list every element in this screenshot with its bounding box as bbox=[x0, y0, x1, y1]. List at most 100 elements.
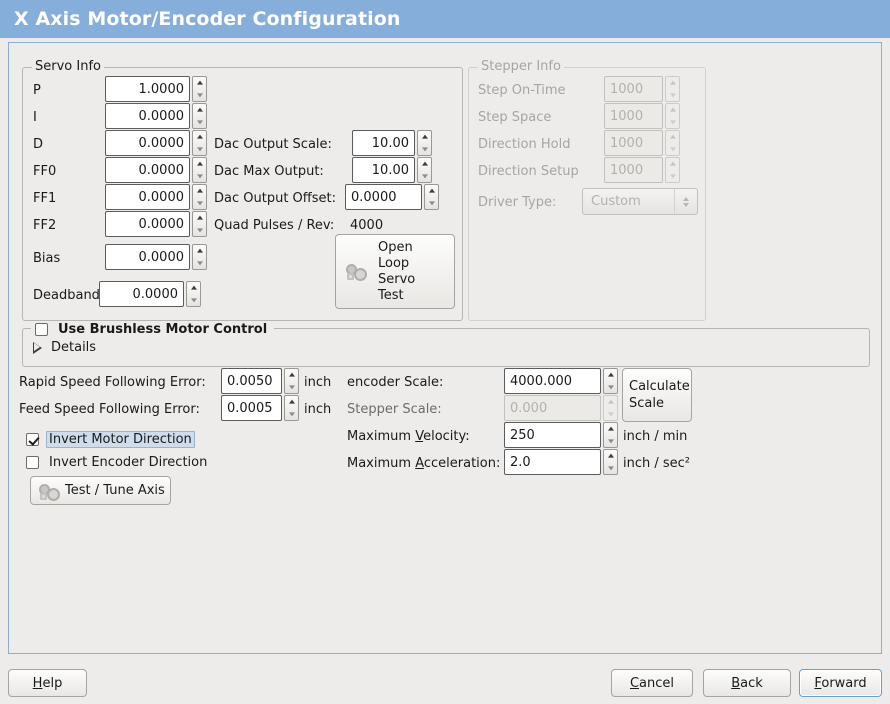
stepper-up-icon[interactable] bbox=[193, 212, 206, 224]
stepper-down-icon[interactable] bbox=[425, 197, 438, 209]
servo-field-ff2-stepper[interactable] bbox=[192, 211, 207, 237]
dac-output-offset-input[interactable]: 0.0000 bbox=[345, 184, 422, 210]
rapid-speed-error-stepper[interactable] bbox=[284, 368, 299, 394]
rapid-speed-error-field[interactable]: 0.0050 bbox=[221, 368, 301, 394]
invert-motor-direction-checkbox[interactable]: Invert Motor Direction bbox=[26, 431, 195, 448]
dac-max-output-field[interactable]: 10.00 bbox=[352, 157, 434, 183]
servo-field-deadband[interactable]: 0.0000 bbox=[99, 281, 203, 307]
stepper-down-icon[interactable] bbox=[418, 143, 431, 155]
servo-field-d-stepper[interactable] bbox=[192, 130, 207, 156]
servo-field-ff2-input[interactable]: 0.0000 bbox=[105, 211, 190, 237]
servo-field-i-stepper[interactable] bbox=[192, 103, 207, 129]
stepper-up-icon[interactable] bbox=[604, 450, 617, 462]
servo-field-ff1[interactable]: 0.0000 bbox=[105, 184, 209, 210]
stepper-up-icon[interactable] bbox=[193, 185, 206, 197]
encoder-scale-input[interactable]: 4000.000 bbox=[504, 368, 601, 394]
maximum-velocity-input[interactable]: 250 bbox=[504, 422, 601, 448]
servo-field-bias-stepper[interactable] bbox=[192, 244, 207, 270]
stepper-up-icon[interactable] bbox=[285, 369, 298, 381]
help-button[interactable]: Help bbox=[8, 669, 87, 697]
encoder-scale-stepper[interactable] bbox=[603, 368, 618, 394]
feed-speed-error-field[interactable]: 0.0005 bbox=[221, 395, 301, 421]
feed-speed-error-input[interactable]: 0.0005 bbox=[221, 395, 282, 421]
back-button-label: Back bbox=[731, 675, 763, 691]
dac-output-scale-field[interactable]: 10.00 bbox=[352, 130, 434, 156]
stepper-up-icon[interactable] bbox=[193, 104, 206, 116]
stepper-up-icon[interactable] bbox=[193, 77, 206, 89]
servo-field-ff1-input[interactable]: 0.0000 bbox=[105, 184, 190, 210]
dac-max-output-stepper[interactable] bbox=[417, 157, 432, 183]
servo-field-ff0-stepper[interactable] bbox=[192, 157, 207, 183]
use-brushless-motor-checkbox[interactable]: Use Brushless Motor Control bbox=[31, 321, 275, 338]
servo-field-d-input[interactable]: 0.0000 bbox=[105, 130, 190, 156]
checkbox-box-icon[interactable] bbox=[35, 323, 48, 336]
forward-button[interactable]: Forward bbox=[799, 669, 882, 697]
encoder-scale-field[interactable]: 4000.000 bbox=[504, 368, 620, 394]
servo-field-deadband-stepper[interactable] bbox=[186, 281, 201, 307]
stepper-up-icon[interactable] bbox=[418, 131, 431, 143]
feed-speed-error-stepper[interactable] bbox=[284, 395, 299, 421]
servo-field-ff0[interactable]: 0.0000 bbox=[105, 157, 209, 183]
stepper-down-icon[interactable] bbox=[193, 257, 206, 269]
invert-encoder-direction-checkbox[interactable]: Invert Encoder Direction bbox=[26, 454, 210, 471]
stepper-up-icon[interactable] bbox=[285, 396, 298, 408]
servo-field-ff1-stepper[interactable] bbox=[192, 184, 207, 210]
stepper-up-icon[interactable] bbox=[187, 282, 200, 294]
test-tune-axis-button[interactable]: Test / Tune Axis bbox=[30, 476, 171, 505]
feed-speed-error-label: Feed Speed Following Error: bbox=[19, 402, 200, 417]
stepper-up-icon[interactable] bbox=[425, 185, 438, 197]
calculate-scale-button[interactable]: Calculate Scale bbox=[622, 368, 692, 422]
stepper-down-icon[interactable] bbox=[193, 143, 206, 155]
maximum-velocity-field[interactable]: 250 bbox=[504, 422, 620, 448]
dac-output-offset-stepper[interactable] bbox=[424, 184, 439, 210]
servo-field-bias[interactable]: 0.0000 bbox=[105, 244, 209, 270]
stepper-up-icon[interactable] bbox=[604, 369, 617, 381]
servo-field-p-input[interactable]: 1.0000 bbox=[105, 76, 190, 102]
maximum-acceleration-stepper[interactable] bbox=[603, 449, 618, 475]
maximum-velocity-stepper[interactable] bbox=[603, 422, 618, 448]
servo-field-ff2[interactable]: 0.0000 bbox=[105, 211, 209, 237]
direction-setup-stepper bbox=[665, 157, 680, 183]
stepper-down-icon[interactable] bbox=[285, 381, 298, 393]
dac-max-output-input[interactable]: 10.00 bbox=[352, 157, 415, 183]
chevron-right-icon[interactable] bbox=[33, 341, 42, 354]
stepper-up-icon[interactable] bbox=[193, 158, 206, 170]
servo-field-i-input[interactable]: 0.0000 bbox=[105, 103, 190, 129]
servo-field-bias-input[interactable]: 0.0000 bbox=[105, 244, 190, 270]
servo-label-bias: Bias bbox=[33, 251, 61, 266]
stepper-down-icon[interactable] bbox=[604, 462, 617, 474]
stepper-down-icon[interactable] bbox=[193, 89, 206, 101]
dac-output-scale-stepper[interactable] bbox=[417, 130, 432, 156]
stepper-down-icon[interactable] bbox=[604, 435, 617, 447]
servo-field-deadband-input[interactable]: 0.0000 bbox=[99, 281, 184, 307]
stepper-down-icon[interactable] bbox=[193, 116, 206, 128]
maximum-acceleration-field[interactable]: 2.0 bbox=[504, 449, 620, 475]
stepper-down-icon[interactable] bbox=[604, 381, 617, 393]
open-loop-servo-test-button[interactable]: Open Loop Servo Test bbox=[335, 234, 455, 309]
checkbox-box-icon[interactable] bbox=[26, 433, 39, 446]
dac-output-offset-field[interactable]: 0.0000 bbox=[345, 184, 441, 210]
servo-field-i[interactable]: 0.0000 bbox=[105, 103, 209, 129]
checkbox-box-icon[interactable] bbox=[26, 456, 39, 469]
stepper-down-icon[interactable] bbox=[193, 170, 206, 182]
stepper-up-icon[interactable] bbox=[193, 245, 206, 257]
details-expander[interactable]: Details bbox=[33, 340, 96, 355]
stepper-up-icon[interactable] bbox=[193, 131, 206, 143]
stepper-down-icon[interactable] bbox=[285, 408, 298, 420]
stepper-down-icon[interactable] bbox=[418, 170, 431, 182]
servo-field-d[interactable]: 0.0000 bbox=[105, 130, 209, 156]
servo-field-ff0-input[interactable]: 0.0000 bbox=[105, 157, 190, 183]
stepper-up-icon[interactable] bbox=[604, 423, 617, 435]
rapid-speed-error-input[interactable]: 0.0050 bbox=[221, 368, 282, 394]
cancel-button[interactable]: Cancel bbox=[611, 669, 693, 697]
maximum-acceleration-input[interactable]: 2.0 bbox=[504, 449, 601, 475]
stepper-down-icon[interactable] bbox=[187, 294, 200, 306]
dac-output-scale-input[interactable]: 10.00 bbox=[352, 130, 415, 156]
servo-field-p[interactable]: 1.0000 bbox=[105, 76, 209, 102]
servo-field-p-stepper[interactable] bbox=[192, 76, 207, 102]
stepper-down-icon[interactable] bbox=[193, 197, 206, 209]
stepper-down-icon[interactable] bbox=[193, 224, 206, 236]
back-button[interactable]: Back bbox=[703, 669, 791, 697]
stepper-up-icon[interactable] bbox=[418, 158, 431, 170]
stepper-scale-field: 0.000 bbox=[504, 395, 620, 421]
